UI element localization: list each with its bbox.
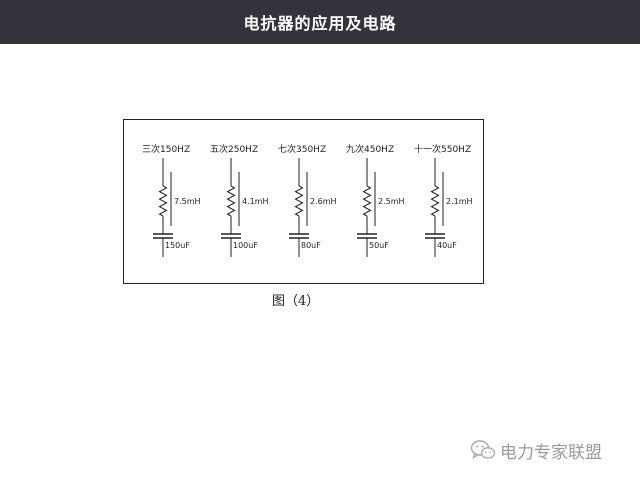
figure-caption: 图（4） (272, 294, 320, 309)
capacitance-label-3: 80uF (301, 241, 321, 250)
inductance-label-4: 2.5mH (378, 197, 405, 206)
circuit-diagram-frame: 三次150HZ 7.5mH 150uF 五次250HZ 4.1mH 100uF 七次350H… (123, 119, 484, 284)
page-title: 电抗器的应用及电路 (0, 0, 640, 44)
inductance-label-2: 4.1mH (242, 197, 269, 206)
inductor-coil-5 (430, 185, 440, 217)
branch-label-2: 五次250HZ (210, 143, 258, 155)
circuit-diagram: 三次150HZ 7.5mH 150uF 五次250HZ 4.1mH 100uF 七次350H… (142, 143, 473, 257)
inductance-label-5: 2.1mH (446, 197, 473, 206)
capacitance-label-2: 100uF (233, 241, 258, 250)
watermark-text: 电力专家联盟 (500, 442, 602, 463)
branch-label-3: 七次350HZ (278, 143, 326, 155)
capacitance-label-5: 40uF (437, 241, 457, 250)
inductance-label-3: 2.6mH (310, 197, 337, 206)
watermark: 电力专家联盟 (470, 438, 602, 463)
inductor-coil-3 (294, 185, 304, 217)
inductor-coil-4 (362, 185, 372, 217)
inductance-label-1: 7.5mH (174, 197, 201, 206)
branch-label-5: 十一次550HZ (414, 143, 471, 155)
branch-label-4: 九次450HZ (346, 143, 394, 155)
inductor-coil-2 (226, 185, 236, 217)
branch-label-1: 三次150HZ (142, 143, 190, 155)
wechat-icon (470, 440, 496, 460)
capacitance-label-1: 150uF (165, 241, 190, 250)
capacitance-label-4: 50uF (369, 241, 389, 250)
inductor-coil-1 (158, 185, 168, 217)
